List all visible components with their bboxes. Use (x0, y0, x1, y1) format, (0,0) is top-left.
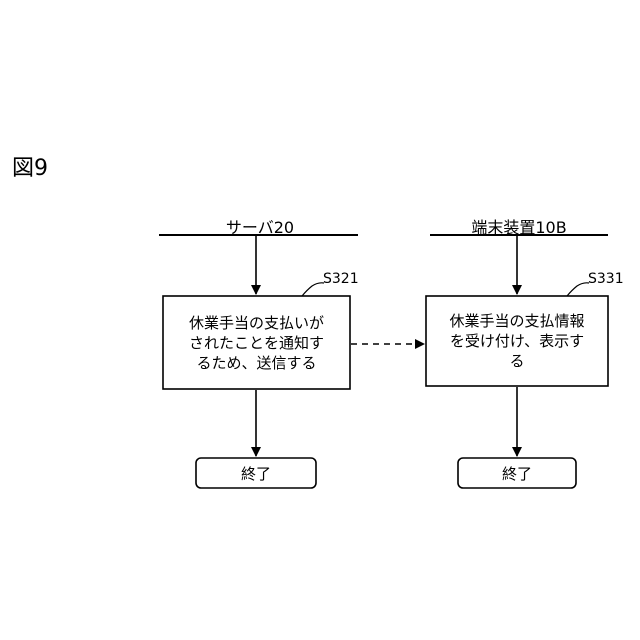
process-text-server: 休業手当の支払いが されたことを通知す るため、送信する (165, 298, 348, 387)
process-text-line: る (509, 351, 524, 371)
process-text-terminal: 休業手当の支払情報 を受け付け、表示す る (428, 298, 606, 384)
step-leader-s331 (567, 283, 589, 296)
process-text-line: 休業手当の支払いが (189, 313, 324, 333)
process-text-line: 休業手当の支払情報 (449, 311, 584, 331)
end-label-terminal: 終了 (458, 458, 576, 488)
process-text-line: を受け付け、表示す (450, 331, 584, 351)
end-label-server: 終了 (196, 458, 316, 488)
process-text-line: るため、送信する (196, 353, 316, 373)
step-leader-s321 (302, 283, 324, 296)
process-text-line: されたことを通知す (189, 333, 324, 353)
